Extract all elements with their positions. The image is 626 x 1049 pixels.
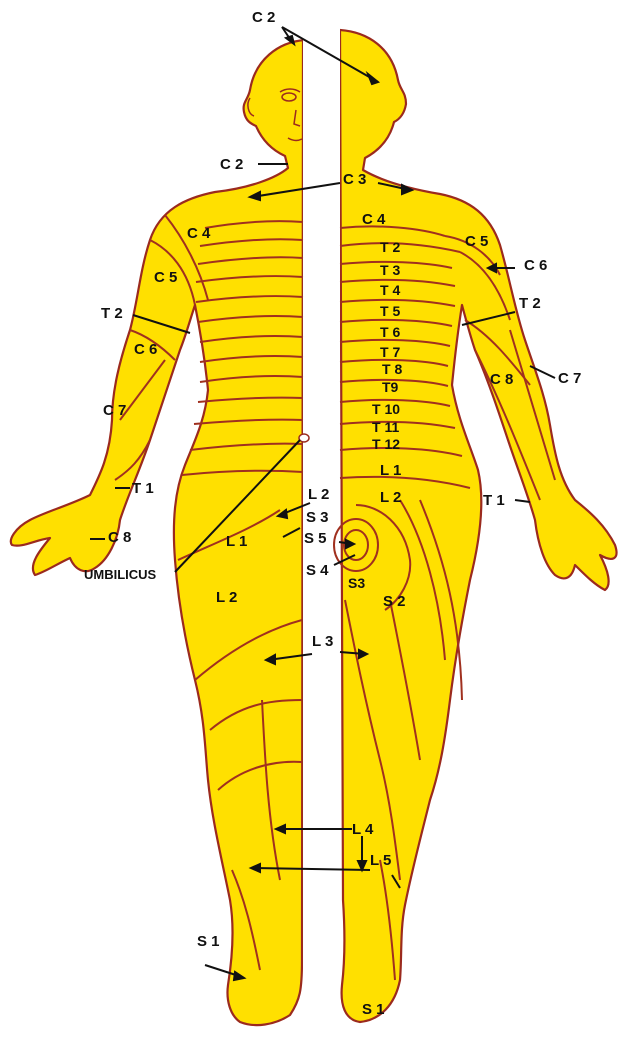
label-t1-right: T 1 <box>483 493 505 508</box>
label-c2-neck: C 2 <box>220 157 243 172</box>
label-l2-right: L 2 <box>380 490 401 505</box>
label-c5-right: C 5 <box>465 234 488 249</box>
label-c8-right: C 8 <box>490 372 513 387</box>
label-trunk-t8: T 8 <box>382 362 402 376</box>
label-trunk-t7: T 7 <box>380 345 400 359</box>
label-s5: S 5 <box>304 531 327 546</box>
label-trunk-t4: T 4 <box>380 283 400 297</box>
label-l3: L 3 <box>312 634 333 649</box>
label-trunk-t5: T 5 <box>380 304 400 318</box>
label-c6-left: C 6 <box>134 342 157 357</box>
front-head <box>11 40 305 1025</box>
label-t2-left: T 2 <box>101 306 123 321</box>
label-t1-left: T 1 <box>132 481 154 496</box>
label-trunk-t10: T 10 <box>372 402 400 416</box>
label-c8-left: C 8 <box>108 530 131 545</box>
label-l2-top: L 2 <box>308 487 329 502</box>
label-s2: S 2 <box>383 594 406 609</box>
label-l2-thigh: L 2 <box>216 590 237 605</box>
center-divider <box>303 28 340 1028</box>
label-umbilicus: UMBILICUS <box>84 568 156 581</box>
label-c7-left: C 7 <box>103 403 126 418</box>
label-s3-thigh: S3 <box>348 576 365 590</box>
label-c4-left: C 4 <box>187 226 210 241</box>
label-trunk-t12: T 12 <box>372 437 400 451</box>
label-trunk-t9: T9 <box>382 380 398 394</box>
label-c4-right: C 4 <box>362 212 385 227</box>
label-c7-right: C 7 <box>558 371 581 386</box>
label-s4: S 4 <box>306 563 329 578</box>
label-l1-thigh: L 1 <box>226 534 247 549</box>
label-trunk-t3: T 3 <box>380 263 400 277</box>
label-c3: C 3 <box>343 172 366 187</box>
label-c5-left: C 5 <box>154 270 177 285</box>
label-trunk-t6: T 6 <box>380 325 400 339</box>
label-s1-left: S 1 <box>197 934 220 949</box>
label-c2-top: C 2 <box>252 10 275 25</box>
label-trunk-t11: T 11 <box>372 420 399 434</box>
label-trunk-t2: T 2 <box>380 240 400 254</box>
label-l1-trunk: L 1 <box>380 463 401 478</box>
label-s3-center: S 3 <box>306 510 329 525</box>
label-l4: L 4 <box>352 822 373 837</box>
label-s1-foot: S 1 <box>362 1002 385 1017</box>
label-t2-right: T 2 <box>519 296 541 311</box>
label-l5: L 5 <box>370 853 391 868</box>
label-c6-right: C 6 <box>524 258 547 273</box>
